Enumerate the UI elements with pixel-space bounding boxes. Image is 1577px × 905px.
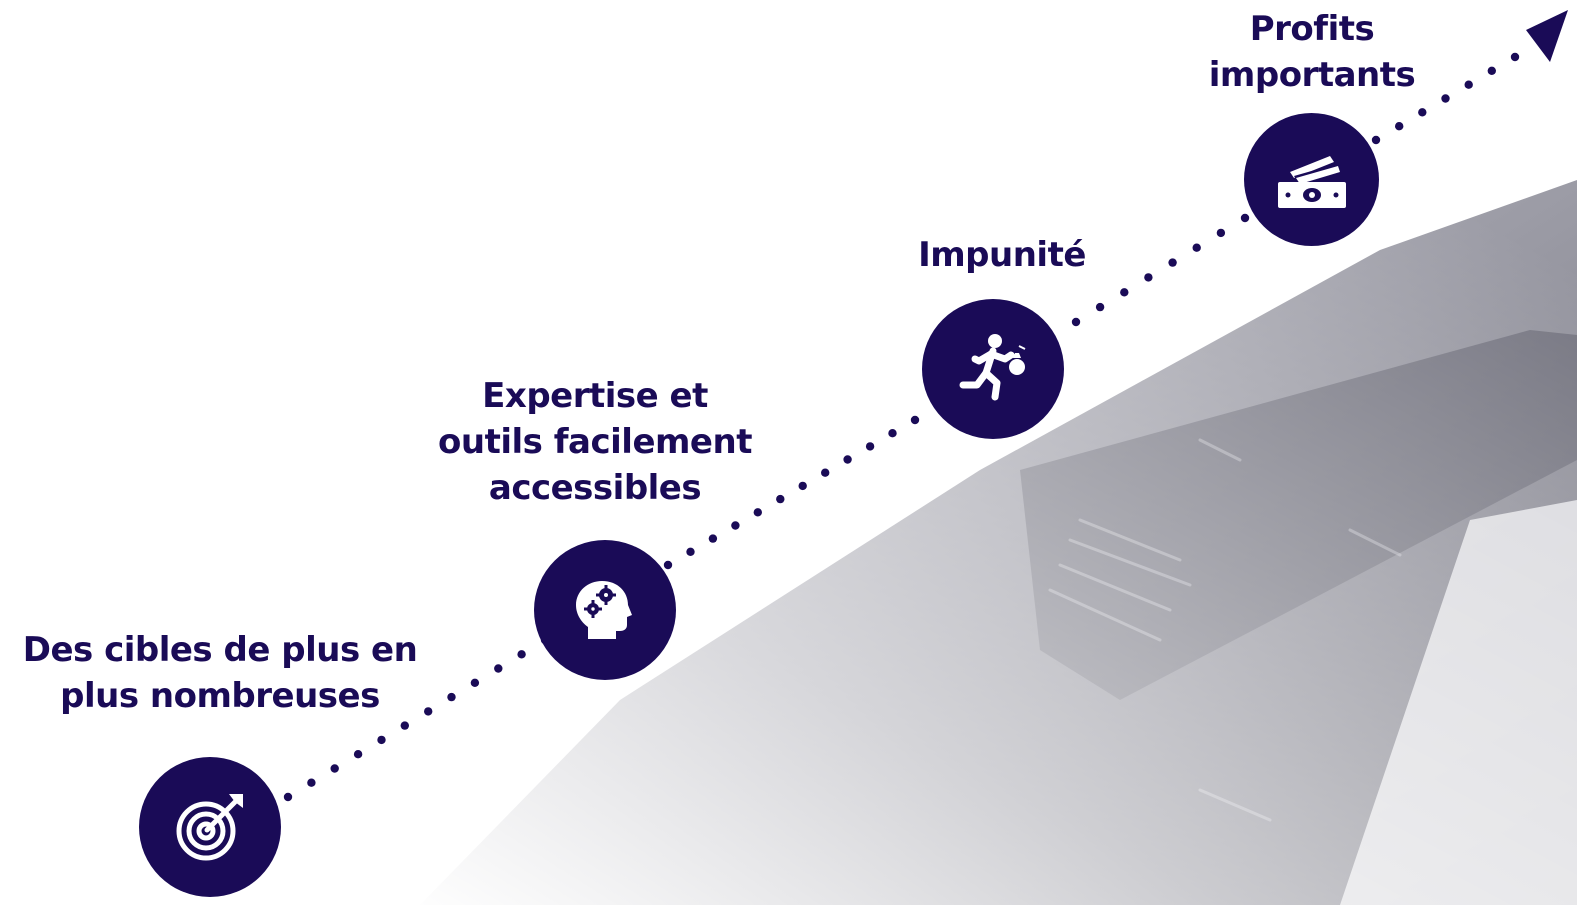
step-2-label-line: outils facilement (438, 422, 752, 462)
step-1-label: Des cibles de plus en plus nombreuses (10, 627, 430, 719)
path-dot (447, 692, 456, 702)
running-thief-icon (959, 334, 1026, 401)
path-dot (330, 764, 339, 773)
step-2-circle (534, 540, 676, 680)
path-dot (1192, 243, 1201, 252)
path-dot (843, 455, 852, 464)
path-dot (1441, 94, 1450, 103)
path-dot (1120, 288, 1129, 297)
path-dot (686, 547, 695, 556)
path-dot (663, 560, 673, 570)
path-dot (307, 778, 316, 787)
step-4-label: Profits importants (1182, 6, 1442, 98)
money-bills-icon (1277, 155, 1346, 208)
path-dot (798, 481, 807, 491)
path-dot (1510, 52, 1520, 62)
arrow-head-icon (1526, 10, 1568, 62)
path-dot (731, 521, 740, 530)
path-dot (494, 664, 503, 673)
path-dot (1095, 302, 1105, 312)
step-4-label-line: importants (1208, 55, 1416, 95)
path-dot (888, 429, 897, 438)
target-icon (176, 794, 243, 861)
step-1-label-line: plus nombreuses (60, 676, 380, 716)
path-dot (1418, 108, 1427, 117)
path-dot (1464, 80, 1473, 89)
path-dot (1371, 135, 1381, 145)
path-dot (708, 534, 718, 543)
path-dot (1240, 213, 1250, 223)
step-1-circle (139, 757, 281, 897)
step-3-circle (922, 299, 1064, 439)
path-dot (470, 678, 480, 687)
step-2-label-line: Expertise et (482, 376, 708, 416)
step-4-circle (1244, 113, 1379, 246)
path-dot (353, 750, 363, 759)
path-dot (1144, 273, 1153, 282)
step-2-label: Expertise et outils facilement accessibl… (405, 373, 785, 511)
path-dot (377, 735, 386, 745)
step-4-label-line: Profits (1249, 9, 1375, 49)
path-dot (517, 650, 526, 659)
path-dot (1395, 122, 1404, 131)
path-dot (400, 721, 409, 730)
path-dot (1168, 258, 1177, 267)
step-3-label: Impunité (862, 232, 1142, 278)
step-1-label-line: Des cibles de plus en (22, 630, 418, 670)
path-dot (865, 442, 875, 451)
path-dot (753, 508, 762, 517)
path-dot (821, 468, 830, 477)
path-dot (1071, 317, 1081, 327)
head-gears-icon (576, 581, 632, 639)
path-dot (776, 494, 785, 504)
step-3-label-line: Impunité (918, 235, 1086, 275)
path-dot (1487, 66, 1497, 76)
step-2-label-line: accessibles (488, 468, 702, 508)
path-dot (424, 707, 433, 716)
path-dot (910, 415, 920, 425)
path-dot (1216, 228, 1226, 238)
path-dot (283, 792, 293, 802)
